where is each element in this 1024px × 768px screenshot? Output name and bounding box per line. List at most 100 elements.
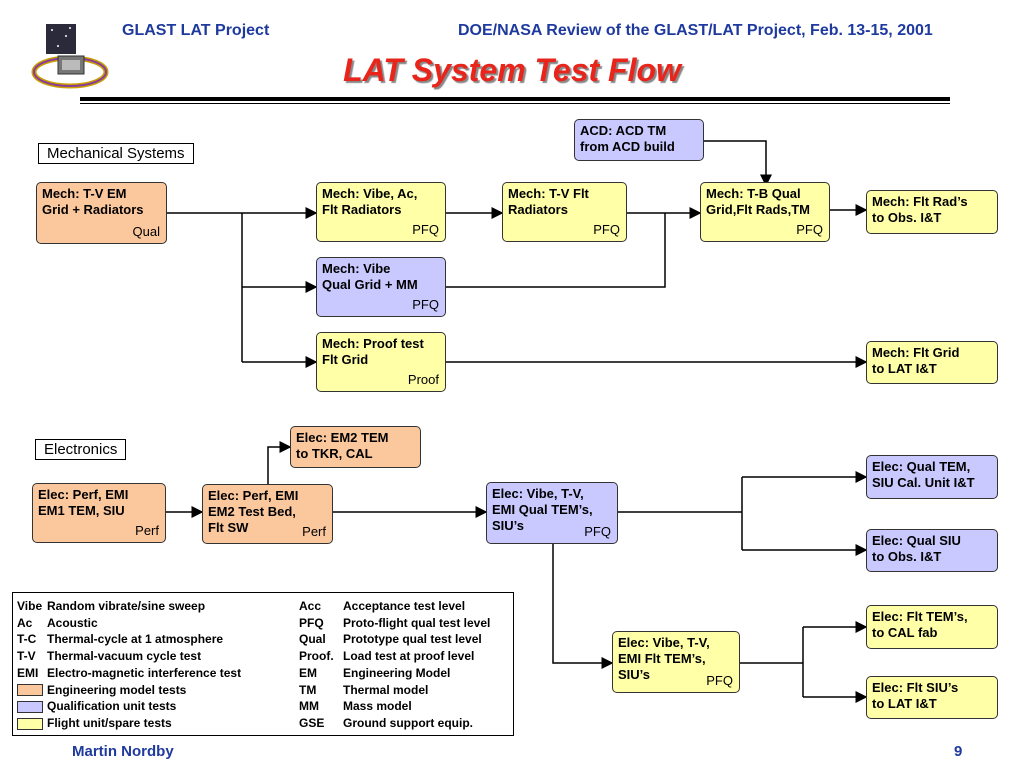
box-line: Elec: Vibe, T-V,	[618, 635, 710, 650]
abbr: Acc	[299, 599, 322, 613]
abbr-desc: Prototype qual test level	[343, 632, 482, 647]
box-elec-vibe-qual: Elec: Vibe, T-V,EMI Qual TEM’s, SIU’s PF…	[486, 482, 618, 544]
abbr-desc: Mass model	[343, 699, 412, 714]
review-name: DOE/NASA Review of the GLAST/LAT Project…	[458, 22, 933, 39]
box-line: Elec: EM2 TEM	[296, 430, 389, 445]
abbr: GSE	[299, 715, 325, 730]
box-line: Mech: Flt Rad’s	[872, 194, 968, 209]
legend-row: T-C Thermal-cycle at 1 atmosphere Qual Prot…	[17, 631, 494, 648]
box-elec-vibe-flt: Elec: Vibe, T-V,EMI Flt TEM’s, SIU’s PFQ	[612, 631, 740, 693]
test-level-tag: PFQ	[593, 222, 620, 237]
box-line: to Obs. I&T	[872, 210, 942, 225]
abbr-desc: Thermal model	[343, 682, 429, 697]
abbr-desc: Proto-flight qual test level	[343, 615, 491, 630]
box-line: Mech: T-B Qual	[706, 186, 801, 201]
box-line: Elec: Perf, EMI	[208, 488, 299, 503]
page-number: 9	[954, 743, 963, 760]
legend-row: T-V Thermal-vacuum cycle test Proof. Load t…	[17, 648, 494, 665]
test-level-tag: PFQ	[412, 222, 439, 237]
abbr-desc: Load test at proof level	[343, 649, 475, 664]
box-line: EM2 Test Bed,	[208, 504, 296, 519]
box-line: Mech: Vibe, Ac,	[322, 186, 418, 201]
box-line: Mech: Proof test	[322, 336, 424, 351]
test-level-tag: PFQ	[796, 222, 823, 237]
abbr-desc: Ground support equip.	[343, 715, 473, 730]
box-line: Mech: Vibe	[322, 261, 391, 276]
box-line: Mech: T-V Flt	[508, 186, 589, 201]
electronics-label: Electronics	[35, 439, 127, 460]
box-line: Mech: Flt Grid	[872, 345, 960, 360]
footer-author: Martin Nordby	[72, 743, 174, 760]
project-name: GLAST LAT Project	[122, 22, 270, 39]
abbr: Proof.	[299, 649, 334, 664]
abbr: Qual	[299, 632, 326, 647]
test-level-tag: Perf	[302, 524, 326, 539]
swatch-label: Flight unit/spare tests	[47, 715, 172, 730]
abbr: T-V	[17, 649, 36, 664]
box-line: to TKR, CAL	[296, 446, 373, 461]
abbr: Vibe	[17, 599, 43, 613]
box-line: Flt Grid	[322, 352, 369, 367]
test-level-tag: Proof	[407, 372, 439, 387]
abbr-desc: Electro-magnetic interference test	[47, 665, 242, 680]
box-elec-qual-tem: Elec: Qual TEM,SIU Cal. Unit I&T	[866, 455, 998, 499]
box-line: EM1 TEM, SIU	[38, 503, 125, 518]
box-line: EMI Qual TEM’s,	[492, 502, 593, 517]
legend-row: Flight unit/spare tests GSE Ground support…	[17, 715, 494, 732]
abbr: Ac	[17, 615, 33, 630]
glast-logo	[30, 20, 112, 92]
box-elec-flt-tems: Elec: Flt TEM’s,to CAL fab	[866, 605, 998, 649]
title-rule	[80, 97, 950, 101]
box-line: Grid + Radiators	[42, 202, 144, 217]
box-line: Elec: Vibe, T-V,	[492, 486, 584, 501]
abbr-desc: Acceptance test level	[343, 599, 466, 613]
legend-row: Engineering model tests TM Thermal model	[17, 682, 494, 699]
box-line: Qual Grid + MM	[322, 277, 418, 292]
abbr-desc: Thermal-cycle at 1 atmosphere	[47, 632, 224, 647]
test-level-tag: PFQ	[706, 673, 733, 688]
swatch-flight	[17, 717, 43, 730]
test-level-tag: PFQ	[584, 524, 611, 539]
box-line: to LAT I&T	[872, 361, 937, 376]
abbr-desc: Random vibrate/sine sweep	[47, 599, 206, 613]
abbr-desc: Thermal-vacuum cycle test	[47, 649, 202, 664]
box-line: Elec: Perf, EMI	[38, 487, 129, 502]
box-line: to Obs. I&T	[872, 549, 942, 564]
abbr: MM	[299, 699, 319, 714]
test-level-tag: Perf	[135, 523, 159, 538]
title-rule-thin	[80, 103, 950, 104]
swatch-label: Engineering model tests	[47, 682, 187, 697]
box-line: Elec: Qual SIU	[872, 533, 961, 548]
abbr: T-C	[17, 632, 37, 647]
mechanical-systems-label: Mechanical Systems	[38, 143, 194, 164]
box-line: to LAT I&T	[872, 696, 937, 711]
box-line: EMI Flt TEM’s,	[618, 651, 706, 666]
box-line: Grid,Flt Rads,TM	[706, 202, 810, 217]
abbr: TM	[299, 682, 317, 697]
abbr-desc: Engineering Model	[343, 665, 451, 680]
box-line: SIU’s	[618, 667, 651, 682]
box-line: from ACD build	[580, 139, 675, 154]
swatch-engineering	[17, 684, 43, 697]
test-level-tag: PFQ	[412, 297, 439, 312]
page-title: LAT System Test Flow	[343, 52, 681, 88]
abbr: EMI	[17, 665, 39, 680]
box-line: ACD: ACD TM	[580, 123, 667, 138]
box-line: Mech: T-V EM	[42, 186, 127, 201]
